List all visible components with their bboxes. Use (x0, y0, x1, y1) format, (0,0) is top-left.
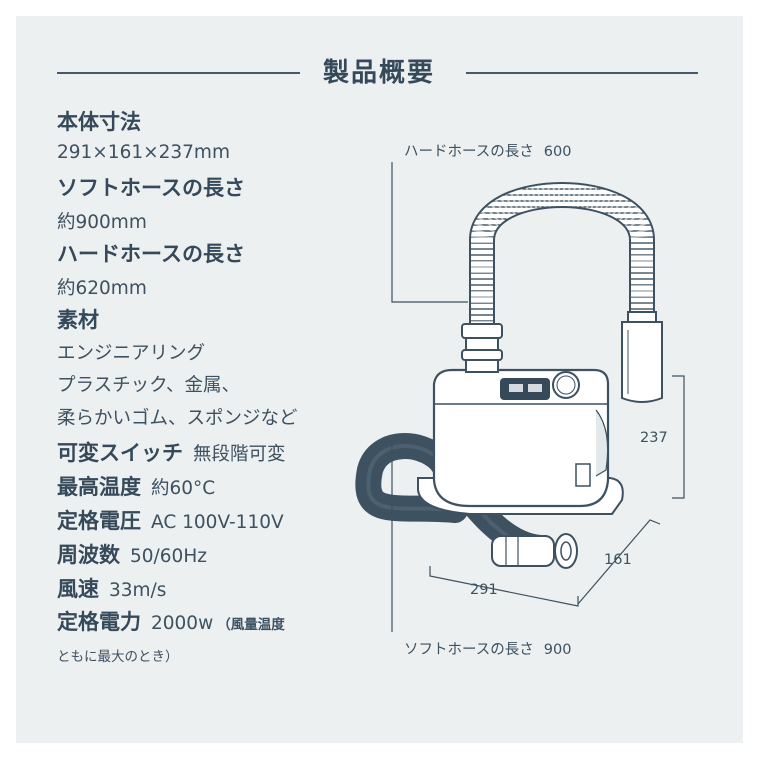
soft-hose-annotation-label: ソフトホースの長さ (404, 642, 534, 658)
power-label: 定格電力 (57, 610, 141, 634)
height-dimension: 237 (640, 430, 668, 446)
wind-value: 33m/s (109, 580, 167, 601)
hard-hose-label: ハードホースの長さ (57, 242, 245, 266)
wind-label: 風速 (57, 577, 99, 601)
page-title: 製品概要 (322, 58, 435, 88)
hard-hose-nozzle (621, 311, 663, 403)
max-temp-row: 最高温度約60°C (57, 471, 215, 501)
material-line-1: エンジニアリング (57, 343, 206, 364)
title-divider-left (57, 72, 300, 74)
power-value: 2000w (151, 613, 214, 634)
dimensions-label: 本体寸法 (57, 110, 141, 134)
wind-row: 風速 33m/s (57, 573, 166, 603)
hard-hose-annotation-value: 600 (543, 144, 572, 160)
width-dimension: 291 (470, 582, 498, 598)
material-line-2: プラスチック、金属、 (57, 375, 240, 396)
hard-hose-connector (461, 323, 503, 373)
soft-hose-annotation: ソフトホースの長さ 900 (404, 638, 571, 659)
width-bracket (429, 566, 579, 607)
frequency-label: 周波数 (57, 543, 120, 567)
soft-hose-label: ソフトホースの長さ (57, 176, 245, 200)
hard-hose-value: 約620mm (57, 278, 147, 299)
power-row: 定格電力 2000w（風量温度 (57, 606, 285, 636)
voltage-label: 定格電圧 (57, 509, 141, 533)
height-bracket (672, 375, 685, 499)
hard-hose-leader (391, 162, 468, 303)
frequency-row: 周波数 50/60Hz (57, 539, 207, 569)
power-note-2: ともに最大のとき） (57, 649, 179, 665)
hard-hose-annotation: ハードホースの長さ 600 (404, 140, 571, 161)
soft-hose-nozzle (491, 533, 578, 569)
frequency-value: 50/60Hz (130, 546, 207, 567)
dimensions-value: 291×161×237mm (57, 142, 230, 163)
depth-bracket (577, 519, 661, 605)
soft-hose-value: 約900mm (57, 212, 147, 233)
voltage-value: AC 100V-110V (151, 512, 284, 533)
max-temp-label: 最高温度 (57, 475, 141, 499)
title-divider-right (466, 72, 698, 74)
switch-row: 可変スイッチ無段階可変 (57, 437, 286, 467)
material-line-3: 柔らかいゴム、スポンジなど (57, 408, 298, 429)
control-panel (500, 378, 550, 400)
max-temp-value: 約60°C (151, 478, 216, 499)
power-note-1: （風量温度 (217, 617, 285, 633)
hard-hose-annotation-label: ハードホースの長さ (404, 144, 534, 160)
switch-slot (575, 463, 591, 487)
voltage-row: 定格電圧 AC 100V-110V (57, 505, 284, 535)
material-label: 素材 (57, 308, 99, 332)
soft-hose-annotation-value: 900 (543, 642, 572, 658)
switch-value: 無段階可変 (193, 444, 286, 465)
depth-dimension: 161 (604, 552, 632, 568)
switch-label: 可変スイッチ (57, 441, 183, 465)
